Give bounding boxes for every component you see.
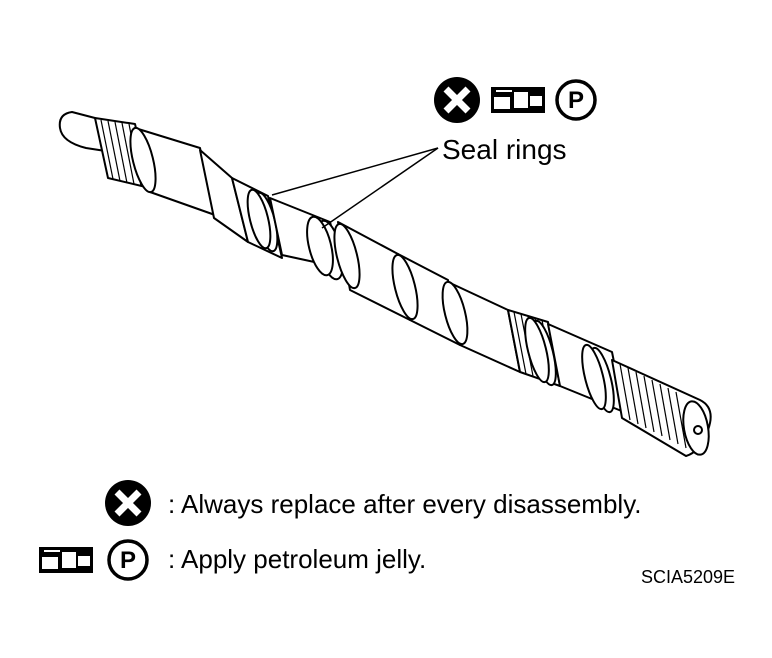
leader-line-2 [321,147,439,229]
seal-rings-label: Seal rings [442,134,567,165]
seal-rings-callout: P Seal rings [271,77,597,229]
grease-gun-icon [38,546,94,574]
petroleum-jelly-icon: P [107,539,149,581]
legend-text-replace: : Always replace after every disassembly… [168,489,641,519]
input-shaft [58,111,712,457]
legend-row-replace: : Always replace after every disassembly… [105,480,641,526]
replace-icon [105,480,151,526]
legend-row-petroleum: P : Apply petroleum jelly. [38,539,426,581]
p-letter: P [120,547,136,574]
shaft-left-stub [58,111,113,153]
legend-text-petroleum: : Apply petroleum jelly. [168,544,426,574]
legend: : Always replace after every disassembly… [38,480,641,581]
figure-code: SCIA5209E [641,567,735,587]
replace-icon [434,77,480,123]
p-letter: P [568,87,584,114]
grease-gun-icon [490,86,546,114]
leader-line-1 [271,147,439,196]
petroleum-jelly-icon: P [555,79,597,121]
